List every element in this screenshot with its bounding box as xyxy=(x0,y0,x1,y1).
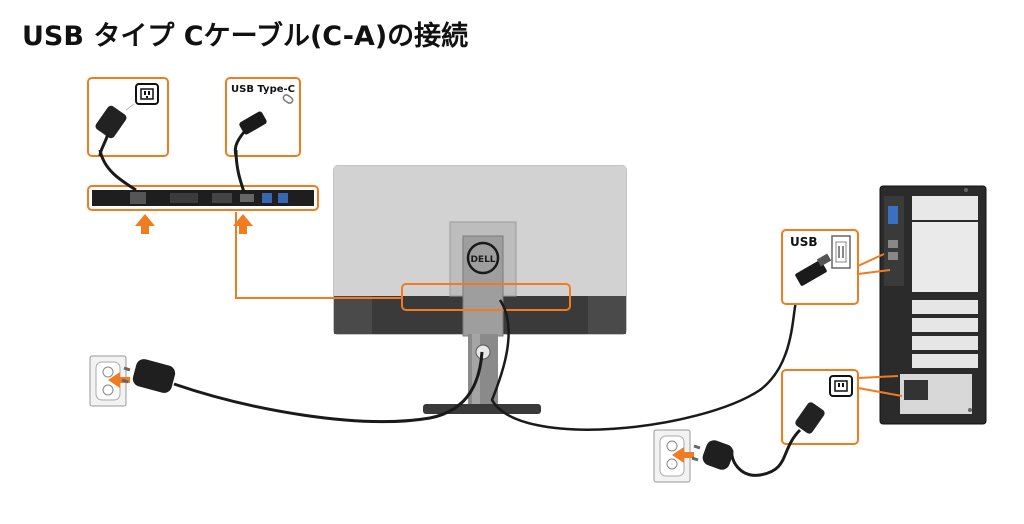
monitor-power-cable xyxy=(173,351,484,424)
power-plug-right xyxy=(691,440,734,470)
usb-port-icon xyxy=(831,235,851,269)
wall-outlet-right xyxy=(653,429,694,483)
dell-logo xyxy=(466,241,500,275)
page-title: USB タイプ Cケーブル(C-A)の接続 xyxy=(22,21,469,52)
power-callout-pc xyxy=(781,369,859,445)
up-arrow-icon xyxy=(233,214,253,234)
iec-power-inlet-icon xyxy=(829,375,853,397)
monitor-base xyxy=(423,404,541,414)
dell-logo-text: DELL xyxy=(470,255,495,265)
callout-leader-line xyxy=(235,212,402,299)
power-callout-monitor xyxy=(87,77,169,157)
usb-type-c-label: USB Type-C xyxy=(231,84,295,95)
pc-power-cable xyxy=(730,428,802,477)
up-arrow-icon xyxy=(135,214,155,234)
usb-cable xyxy=(490,289,802,431)
wall-outlet-left xyxy=(89,355,130,407)
usb-label: USB xyxy=(790,235,818,249)
iec-power-inlet-icon xyxy=(135,83,159,105)
usb-callout: USB xyxy=(781,229,859,305)
arrow-icon xyxy=(672,447,694,463)
usb-c-port-icon xyxy=(282,94,294,104)
power-plug-left xyxy=(121,359,176,393)
monitor-port-panel xyxy=(87,185,319,234)
arrow-icon xyxy=(108,372,130,388)
monitor: DELL xyxy=(333,165,627,414)
pc-tower xyxy=(879,185,987,425)
usb-type-c-callout: USB Type-C xyxy=(225,77,301,157)
